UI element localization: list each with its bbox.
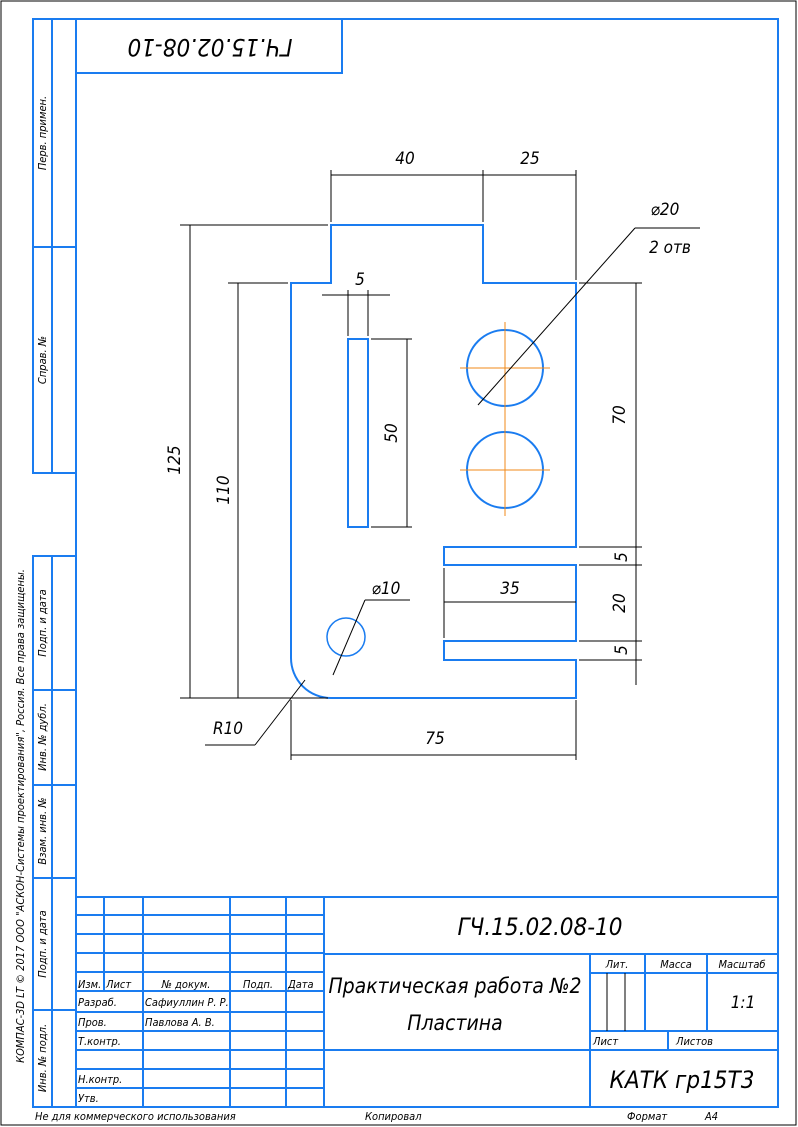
dim-75: 75 (425, 729, 444, 749)
podp-data-label-1: Подп. и дата (36, 589, 49, 656)
dim-phi10: ⌀10 (372, 579, 401, 599)
dim-phi20: ⌀20 (651, 200, 680, 220)
dim-35: 35 (500, 579, 519, 599)
centerlines (460, 322, 550, 516)
inv-dubl-label: Инв. № дубл. (36, 703, 49, 771)
lit-label: Лит. (605, 958, 629, 971)
noncommercial-label: Не для коммерческого использования (35, 1110, 236, 1123)
dim-2-holes: 2 отв (649, 238, 691, 258)
dim-20: 20 (610, 593, 630, 612)
dim-40: 40 (395, 149, 414, 169)
header-podp: Подп. (243, 978, 273, 991)
sheets-label: Листов (675, 1035, 713, 1048)
lit-cells (606, 973, 626, 1031)
role-prov: Пров. (78, 1016, 107, 1029)
developer-name: Сафиуллин Р. Р. (145, 996, 229, 1009)
masshtab-label: Масштаб (718, 958, 765, 971)
dim-5-a: 5 (612, 552, 632, 562)
scale-value: 1:1 (731, 993, 756, 1013)
header-list: Лист (105, 978, 131, 991)
top-stamp-text: ГЧ.15.02.08-10 (127, 33, 292, 61)
title-block-grid (76, 896, 778, 1107)
role-utv: Утв. (78, 1092, 99, 1105)
designation: ГЧ.15.02.08-10 (457, 913, 622, 941)
left-strip-lower (32, 555, 77, 1108)
dim-50: 50 (382, 423, 402, 442)
dimension-lines (180, 170, 700, 760)
drawing-frame (75, 18, 779, 1108)
podp-data-label-2: Подп. и дата (36, 910, 49, 977)
role-razrab: Разраб. (78, 996, 117, 1009)
checker-name: Павлова А. В. (145, 1016, 215, 1029)
vzam-inv-label: Взам. инв. № (36, 797, 49, 864)
role-tkontr: Т.контр. (78, 1035, 121, 1048)
inv-podl-label: Инв. № подл. (36, 1024, 49, 1092)
header-izm: Изм. (78, 978, 101, 991)
perv-primen-label: Перв. примен. (36, 96, 49, 170)
dim-110: 110 (214, 475, 234, 504)
massa-label: Масса (660, 958, 692, 971)
dim-70: 70 (610, 405, 630, 424)
dim-25: 25 (520, 149, 539, 169)
organization: КАТК гр15Т3 (610, 1066, 755, 1094)
left-strip-upper (32, 18, 77, 474)
header-data: Дата (287, 978, 314, 991)
dim-r10: R10 (213, 719, 243, 739)
header-doc: № докум. (161, 978, 211, 991)
role-nkontr: Н.контр. (78, 1073, 122, 1086)
slot-rectangle (347, 338, 369, 528)
work-title: Практическая работа №2 (328, 974, 581, 998)
copyright-text: КОМПАС-3D LT © 2017 ООО "АСКОН-Системы п… (14, 569, 27, 1063)
copied-label: Копировал (365, 1110, 422, 1123)
dim-5-top: 5 (355, 270, 365, 290)
dim-5-b: 5 (612, 645, 632, 655)
sprav-no-label: Справ. № (36, 336, 49, 384)
sheet-label: Лист (592, 1035, 618, 1048)
format-value: A4 (704, 1110, 718, 1123)
part-name: Пластина (407, 1011, 502, 1035)
format-label: Формат (627, 1110, 667, 1123)
hole-small (326, 617, 366, 657)
dim-125: 125 (165, 445, 185, 474)
part-outline (290, 224, 577, 699)
